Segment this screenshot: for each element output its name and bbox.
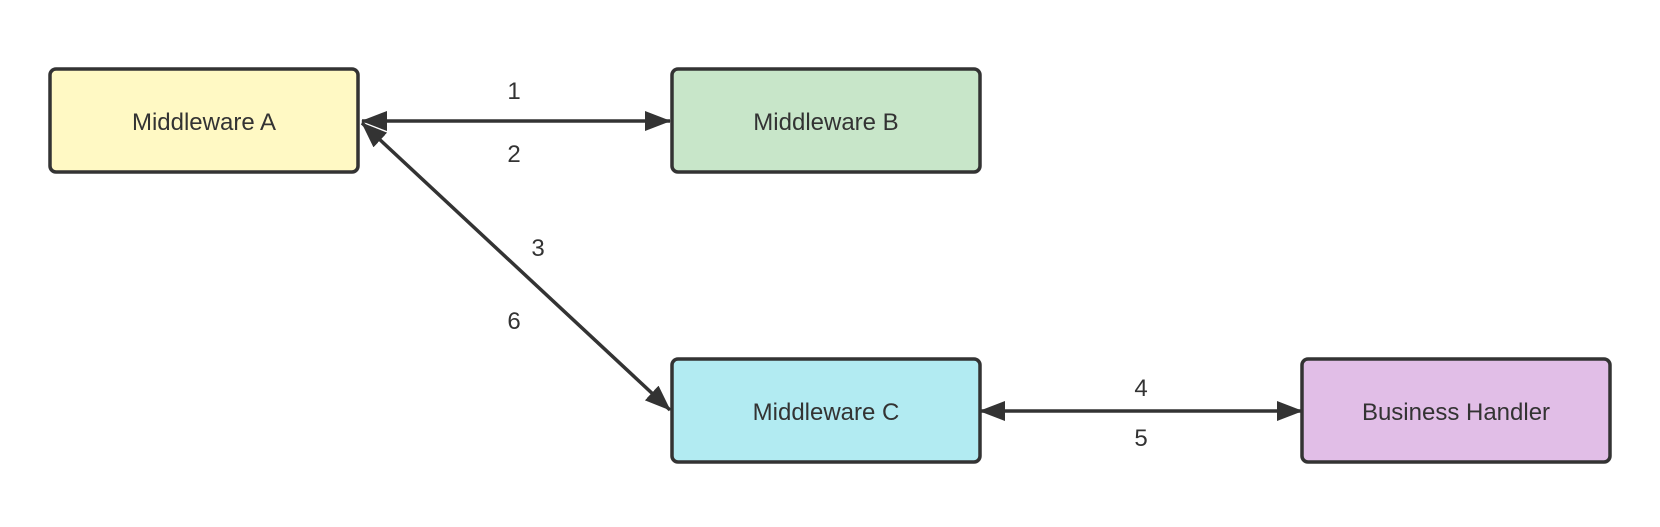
edge-label-3: 3 (531, 235, 544, 262)
node-middleware-b-box (670, 67, 982, 174)
edge-a-b: 1 2 (361, 78, 671, 168)
edge-c-handler: 4 5 (979, 375, 1303, 452)
edge-a-c: 3 6 (360, 121, 672, 412)
edge-label-2: 2 (507, 141, 520, 168)
node-middleware-b-label: Middleware B (753, 109, 898, 136)
edge-label-4: 4 (1134, 375, 1147, 402)
node-business-handler: Business Handler (1300, 357, 1612, 464)
edge-label-5: 5 (1134, 425, 1147, 452)
edge-label-1: 1 (507, 78, 520, 105)
edge-label-6: 6 (507, 308, 520, 335)
node-business-handler-label: Business Handler (1362, 399, 1550, 426)
node-middleware-c-label: Middleware C (753, 399, 900, 426)
connector-a-c-line (360, 121, 672, 412)
node-middleware-a-label: Middleware A (132, 109, 276, 136)
node-middleware-c-box (670, 357, 982, 464)
node-middleware-a: Middleware A (48, 67, 360, 174)
node-middleware-b: Middleware B (670, 67, 982, 174)
node-middleware-a-box (48, 67, 360, 174)
node-middleware-c: Middleware C (670, 357, 982, 464)
node-business-handler-box (1300, 357, 1612, 464)
